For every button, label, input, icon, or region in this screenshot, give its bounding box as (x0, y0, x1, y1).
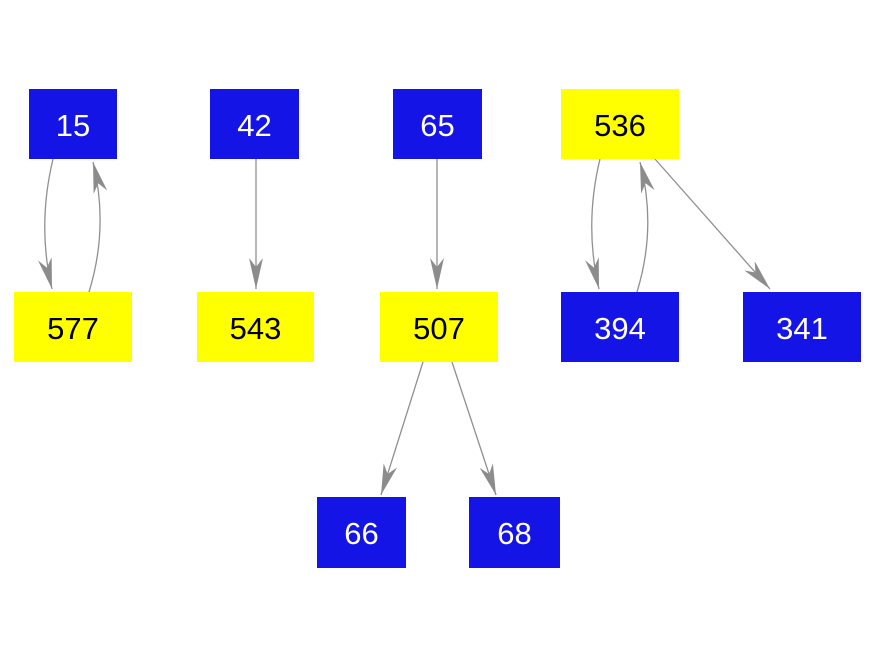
graph-node-341: 341 (743, 292, 861, 362)
graph-node-507: 507 (380, 292, 498, 362)
edge-507-to-68 (451, 361, 497, 496)
graph-node-577: 577 (14, 292, 132, 362)
graph-node-66: 66 (317, 497, 406, 568)
node-label-394: 394 (594, 310, 646, 346)
node-label-68: 68 (497, 516, 532, 551)
graph-node-65: 65 (393, 89, 482, 159)
node-label-42: 42 (237, 107, 272, 143)
node-label-65: 65 (420, 107, 455, 143)
graph-node-68: 68 (469, 497, 560, 568)
edge-394-to-536 (636, 161, 655, 293)
edge-536-to-394 (585, 158, 601, 290)
edge-536-to-341 (654, 158, 771, 290)
node-label-15: 15 (55, 107, 91, 143)
graph-node-15: 15 (29, 89, 117, 159)
node-label-341: 341 (776, 310, 828, 346)
edge-577-to-15 (88, 161, 108, 293)
node-label-536: 536 (594, 107, 646, 143)
graph-node-536: 536 (561, 89, 679, 159)
graph-node-543: 543 (197, 292, 314, 362)
node-label-507: 507 (413, 310, 465, 346)
node-label-543: 543 (229, 310, 282, 346)
graph-node-394: 394 (561, 292, 679, 362)
node-label-577: 577 (47, 310, 99, 346)
edge-15-to-577 (38, 158, 54, 290)
graph-node-42: 42 (210, 89, 299, 159)
edge-507-to-66 (380, 361, 424, 496)
node-label-66: 66 (344, 516, 379, 551)
